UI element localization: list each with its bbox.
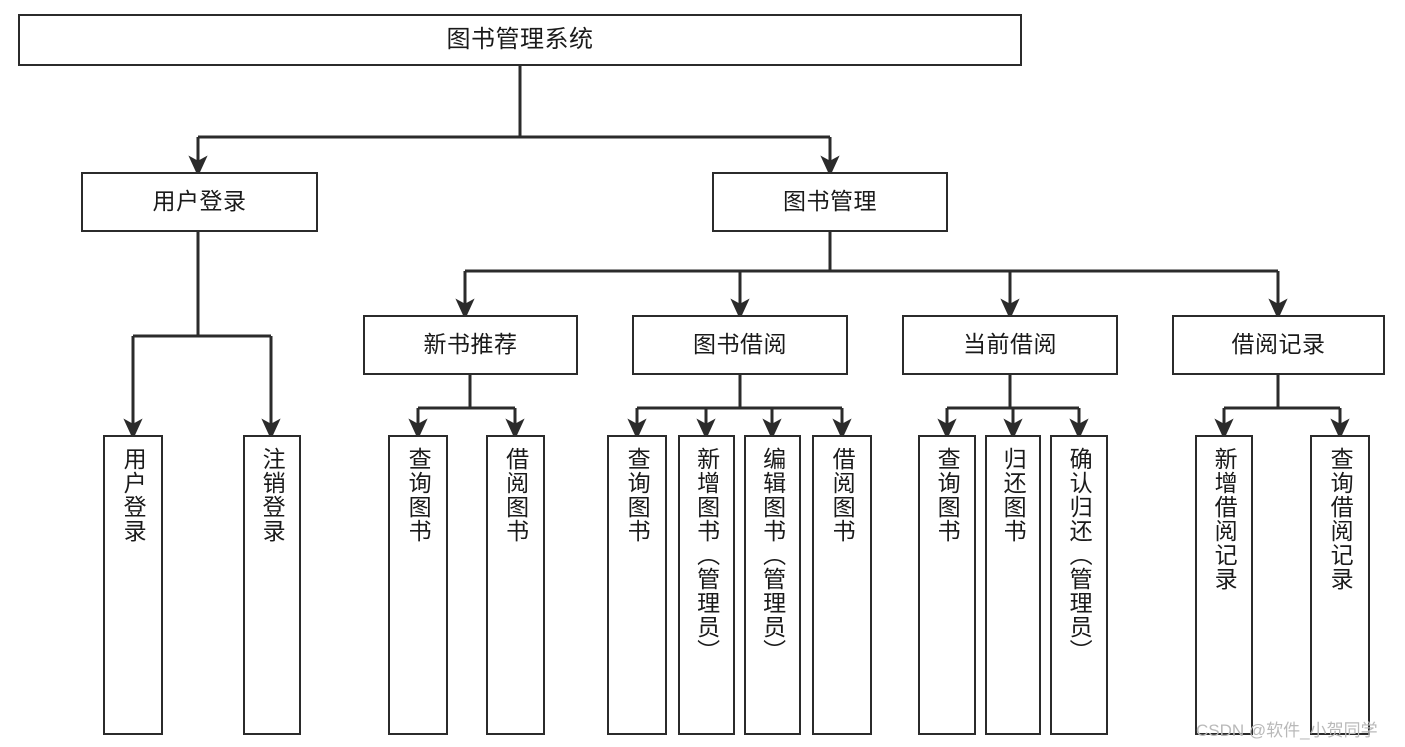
node-root[interactable]: 图书管理系统 <box>18 14 1022 66</box>
node-book-manage-label: 图书管理 <box>783 188 877 215</box>
node-book-manage[interactable]: 图书管理 <box>712 172 948 232</box>
node-user-login-label: 用户登录 <box>152 188 247 215</box>
node-new-book-recommend[interactable]: 新书推荐 <box>363 315 578 375</box>
node-borrow-record-label: 借阅记录 <box>1231 331 1326 358</box>
node-new-book-recommend-label: 新书推荐 <box>423 331 518 358</box>
node-leaf-add-book-label: 新增图书（管理员） <box>693 447 720 663</box>
node-leaf-logout-label: 注销登录 <box>259 447 286 543</box>
node-leaf-query-book-2-label: 查询图书 <box>624 447 651 543</box>
node-leaf-borrow-book-2-label: 借阅图书 <box>829 447 856 543</box>
node-user-login[interactable]: 用户登录 <box>81 172 318 232</box>
node-leaf-user-login-label: 用户登录 <box>120 447 147 543</box>
node-leaf-confirm-return[interactable]: 确认归还（管理员） <box>1050 435 1108 735</box>
node-leaf-user-login[interactable]: 用户登录 <box>103 435 163 735</box>
node-leaf-query-record-label: 查询借阅记录 <box>1327 447 1354 591</box>
node-borrow-record[interactable]: 借阅记录 <box>1172 315 1385 375</box>
node-book-borrow-label: 图书借阅 <box>693 331 787 358</box>
node-leaf-confirm-return-label: 确认归还（管理员） <box>1066 447 1093 663</box>
node-leaf-edit-book-label: 编辑图书（管理员） <box>759 447 786 663</box>
node-leaf-edit-book[interactable]: 编辑图书（管理员） <box>744 435 801 735</box>
node-current-borrow-label: 当前借阅 <box>963 331 1057 358</box>
node-leaf-return-book[interactable]: 归还图书 <box>985 435 1041 735</box>
node-leaf-borrow-book-1[interactable]: 借阅图书 <box>486 435 545 735</box>
node-leaf-query-book-3[interactable]: 查询图书 <box>918 435 976 735</box>
node-leaf-return-book-label: 归还图书 <box>1000 447 1027 543</box>
csdn-watermark: CSDN @软件_小贺同学 <box>1196 721 1378 740</box>
node-leaf-query-book-3-label: 查询图书 <box>934 447 961 543</box>
node-current-borrow[interactable]: 当前借阅 <box>902 315 1118 375</box>
node-leaf-add-record-label: 新增借阅记录 <box>1211 447 1238 591</box>
node-leaf-add-book[interactable]: 新增图书（管理员） <box>678 435 735 735</box>
node-leaf-query-book-2[interactable]: 查询图书 <box>607 435 667 735</box>
node-leaf-borrow-book-1-label: 借阅图书 <box>502 447 529 543</box>
node-leaf-logout[interactable]: 注销登录 <box>243 435 301 735</box>
node-leaf-query-book-1[interactable]: 查询图书 <box>388 435 448 735</box>
node-book-borrow[interactable]: 图书借阅 <box>632 315 848 375</box>
node-leaf-add-record[interactable]: 新增借阅记录 <box>1195 435 1253 735</box>
node-root-label: 图书管理系统 <box>446 25 594 53</box>
node-leaf-query-record[interactable]: 查询借阅记录 <box>1310 435 1370 735</box>
node-leaf-borrow-book-2[interactable]: 借阅图书 <box>812 435 872 735</box>
node-leaf-query-book-1-label: 查询图书 <box>405 447 432 543</box>
